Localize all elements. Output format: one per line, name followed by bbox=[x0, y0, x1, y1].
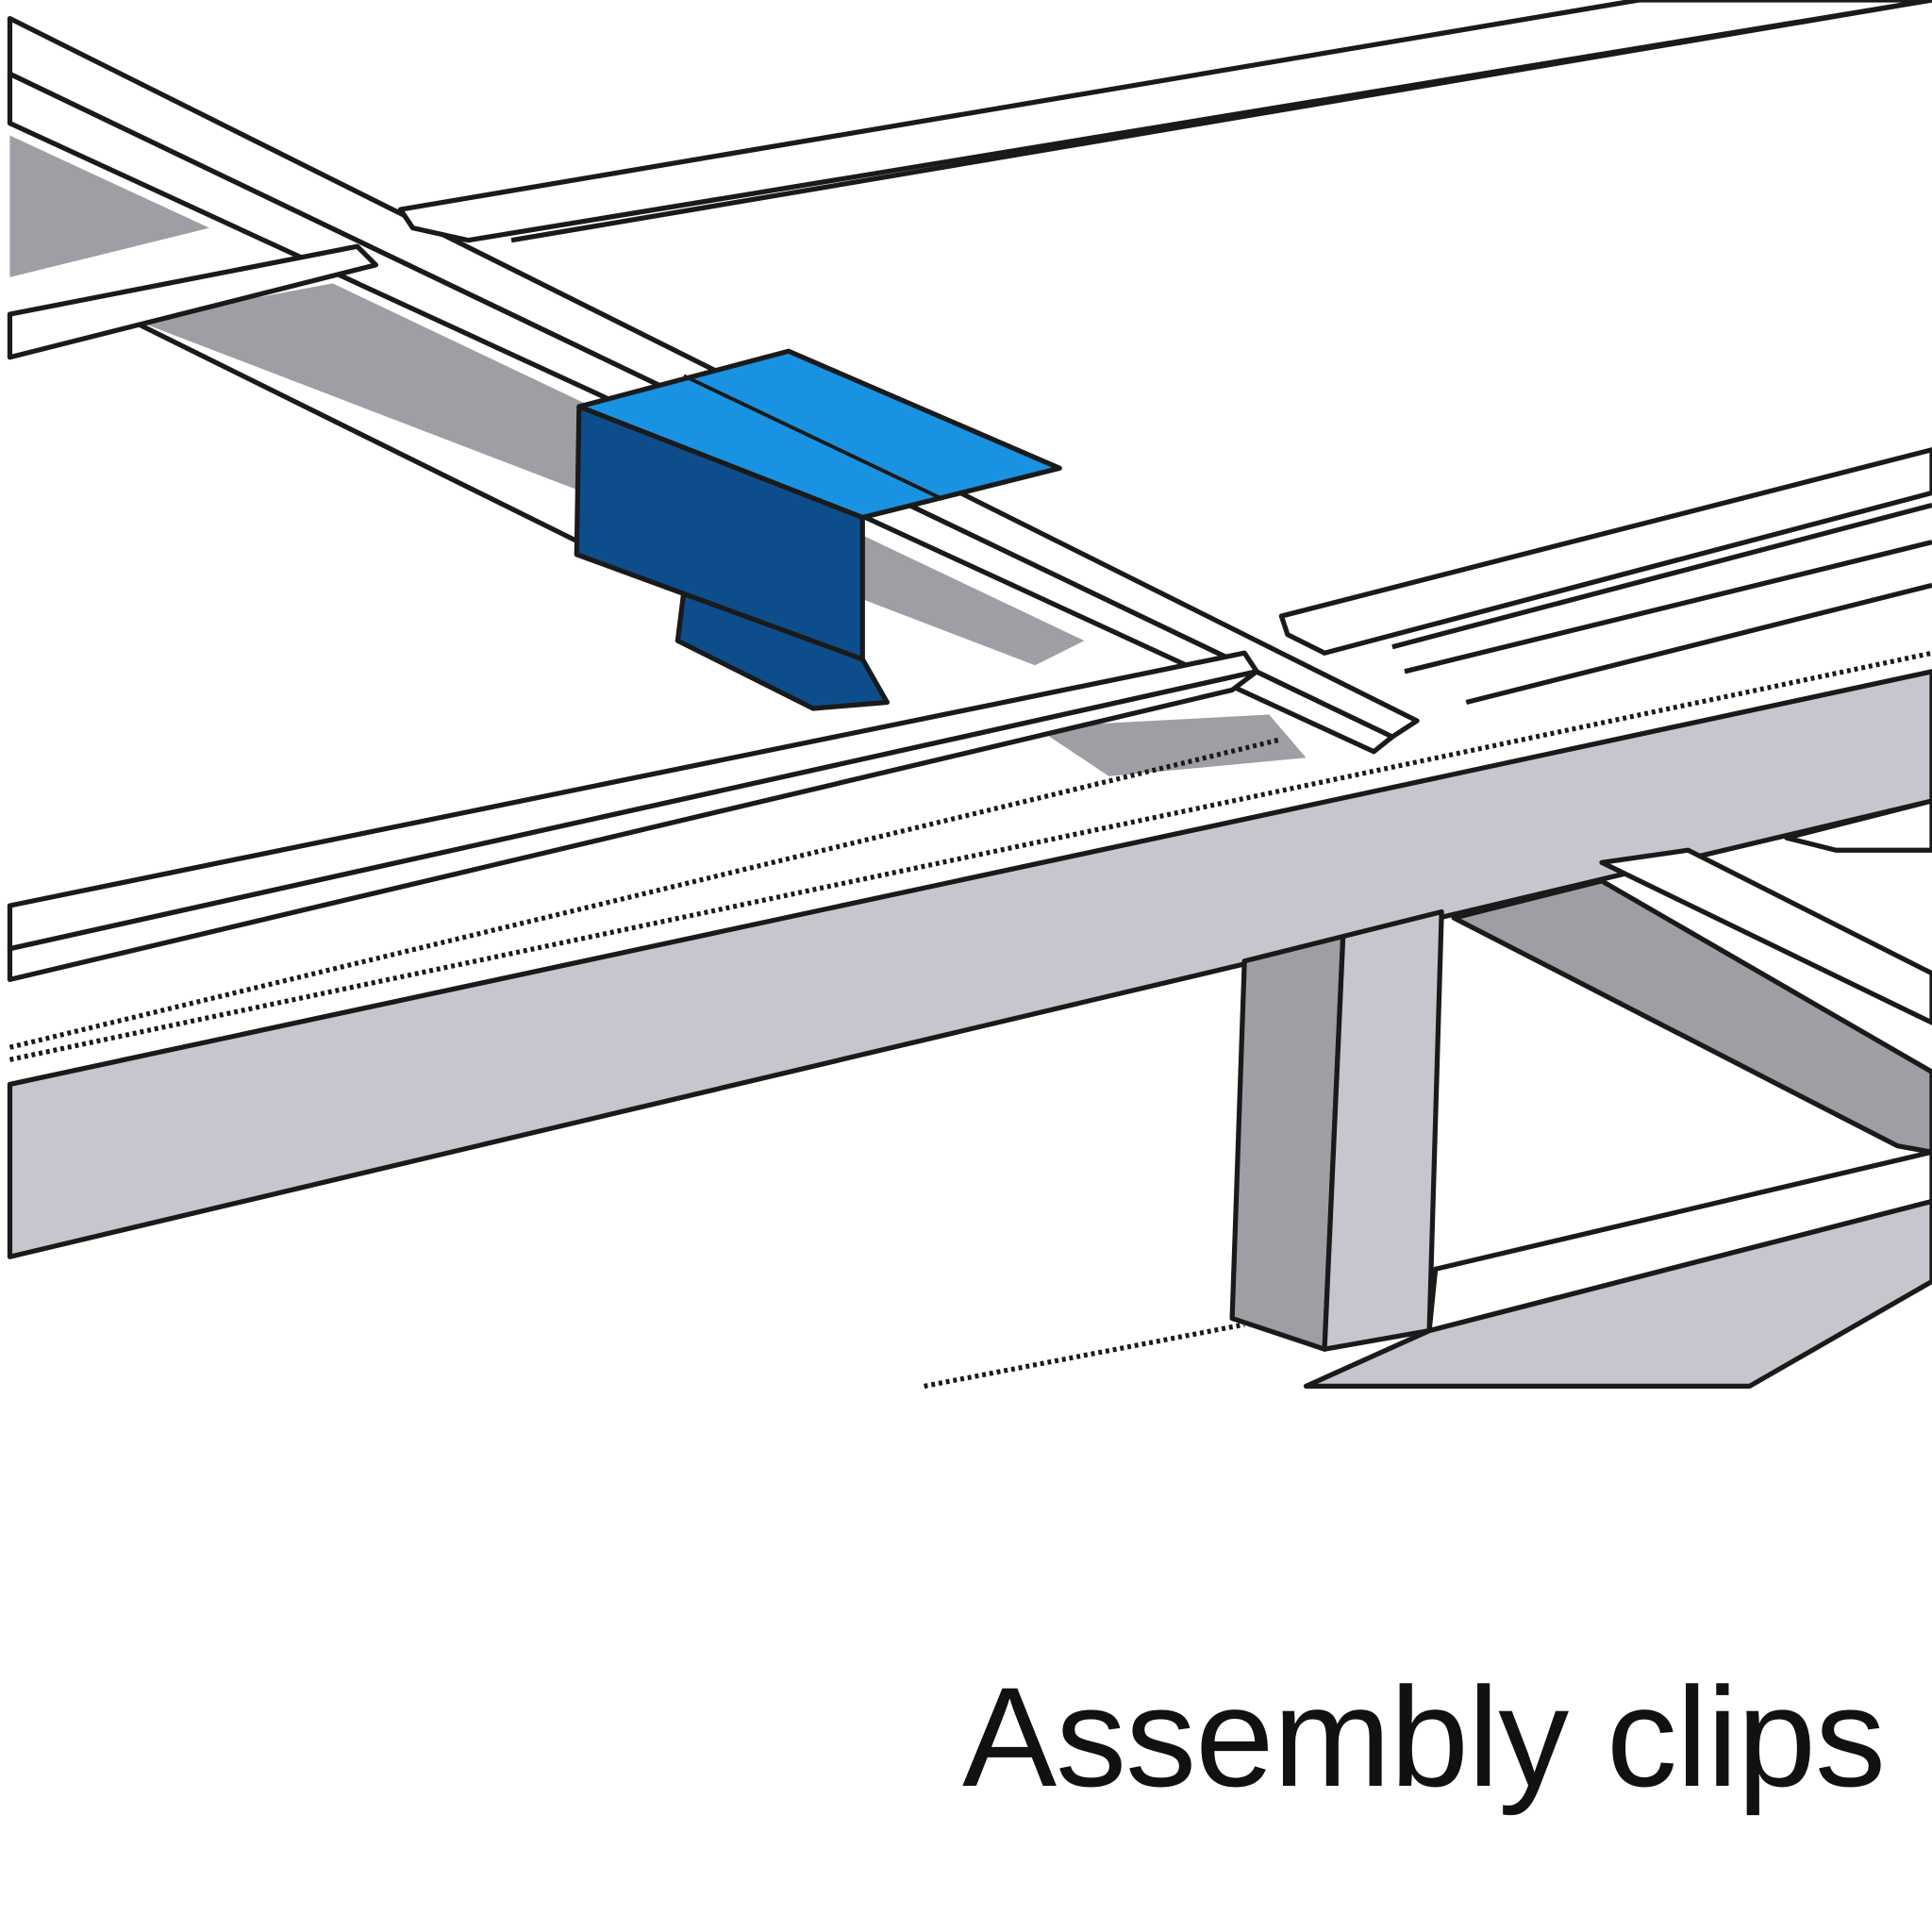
caption-title: Assembly clips bbox=[962, 1657, 1886, 1816]
front-cross-tee bbox=[7, 650, 1282, 1050]
hanger-post bbox=[1229, 908, 1444, 1352]
left-cross-tee bbox=[7, 243, 378, 360]
right-cross-tee bbox=[1278, 447, 1932, 706]
assembly-clip bbox=[574, 348, 1062, 711]
lower-beam bbox=[924, 1149, 1932, 1389]
top-cross-tee bbox=[397, 0, 1932, 243]
